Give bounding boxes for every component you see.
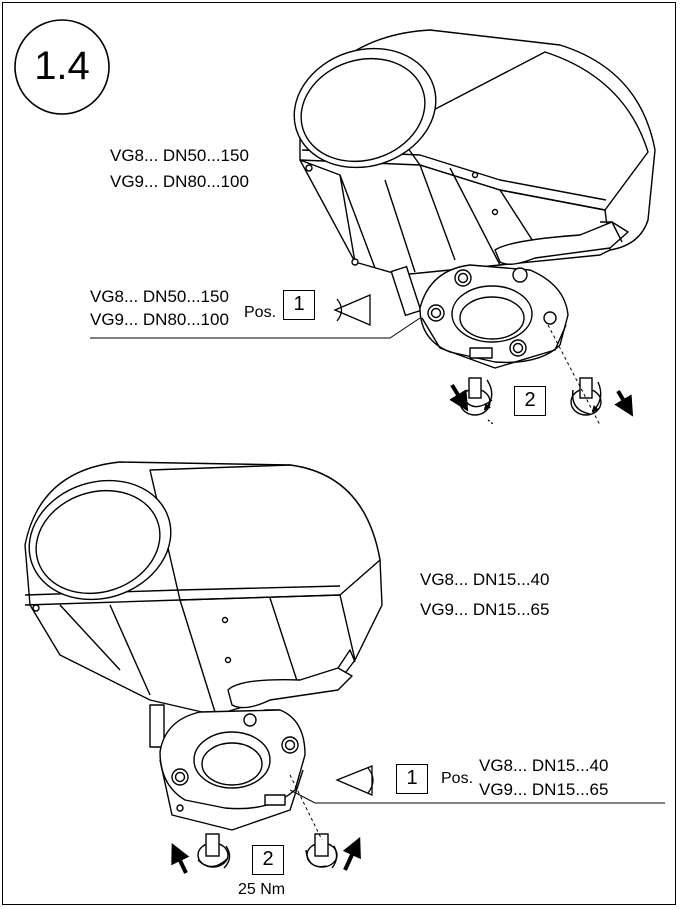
bottom-pos-number: 1 [396,764,428,794]
top-screw-right [570,377,602,416]
top-eye-icon [333,294,371,326]
top-variant-label-2: VG9... DN80...100 [110,172,249,191]
bottom-variant-label-2: VG9... DN15...65 [420,600,550,619]
bottom-screw-left [197,833,231,869]
top-screw-step: 2 [514,386,546,416]
bottom-callout-line-1: VG8... DN15...40 [479,756,609,775]
top-variant-label-1: VG8... DN50...150 [110,146,249,165]
top-pos-label: Pos. [244,304,277,321]
top-arrow-right [614,389,634,417]
bottom-screw-right [305,833,338,869]
top-actuator [293,29,656,369]
bottom-eye-icon [335,765,373,796]
step-number: 1.4 [34,44,90,88]
top-pos-number: 1 [283,290,315,320]
bottom-leader-line [289,789,665,804]
top-arrow-left [449,383,469,412]
top-screw-left [459,377,494,425]
bottom-actuator [24,461,383,831]
bottom-arrow-left [171,842,190,874]
bottom-screw-step: 2 [252,845,284,875]
top-callout-line-1: VG8... DN50...150 [90,287,229,306]
bottom-variant-label-1: VG8... DN15...40 [420,570,550,589]
bottom-callout-line-2: VG9... DN15...65 [479,780,609,799]
step-badge-circle [14,19,110,115]
torque-label: 25 Nm [238,881,286,898]
top-callout-line-2: VG9... DN80...100 [90,310,229,329]
top-leader-line [90,317,421,339]
bottom-pos-label: Pos. [441,770,474,787]
bottom-arrow-right [342,836,361,871]
